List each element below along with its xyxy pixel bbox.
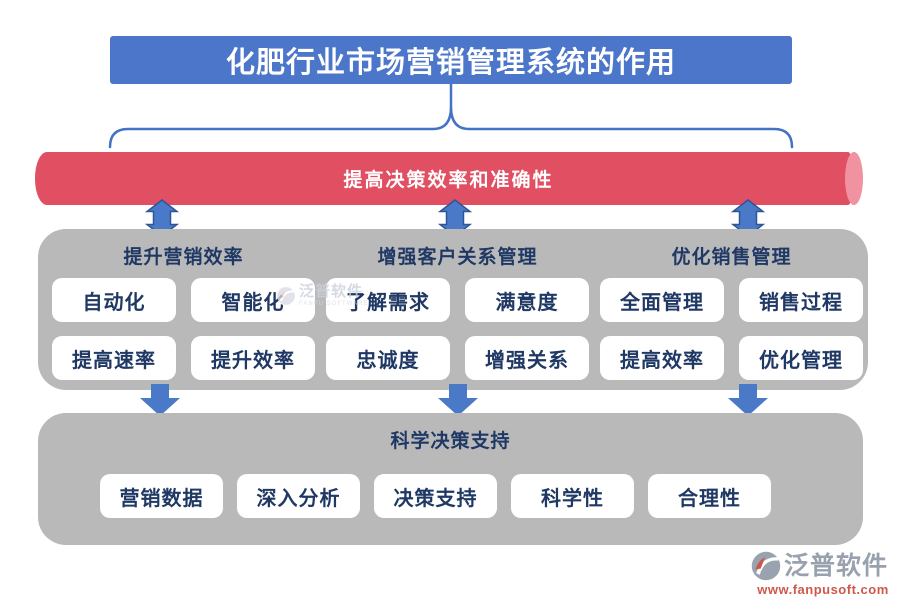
benefit-chip: 自动化 [52, 278, 176, 322]
column-customer-relations: 增强客户关系管理 了解需求 满意度 忠诚度 增强关系 [326, 245, 589, 390]
fanpu-logo-icon [751, 551, 781, 581]
benefit-chip: 优化管理 [739, 336, 863, 380]
support-chip: 深入分析 [237, 474, 360, 518]
support-chip: 决策支持 [374, 474, 497, 518]
support-chip: 合理性 [648, 474, 771, 518]
benefit-chip: 提高速率 [52, 336, 176, 380]
brand-url: www.fanpusoft.com [757, 582, 889, 597]
benefit-chip: 销售过程 [739, 278, 863, 322]
support-panel: 科学决策支持 营销数据 深入分析 决策支持 科学性 合理性 [38, 413, 863, 545]
benefit-chip: 增强关系 [465, 336, 589, 380]
support-chip: 科学性 [511, 474, 634, 518]
benefit-chip: 忠诚度 [326, 336, 450, 380]
column-sales-management: 优化销售管理 全面管理 销售过程 提高效率 优化管理 [600, 245, 863, 390]
down-arrow-icon [728, 384, 768, 416]
benefit-chip: 了解需求 [326, 278, 450, 322]
brand-logo: 泛普软件 www.fanpusoft.com [750, 550, 896, 597]
down-arrow-icon [140, 384, 180, 416]
support-panel-header: 科学决策支持 [390, 431, 511, 452]
page-title: 化肥行业市场营销管理系统的作用 [110, 36, 792, 84]
column-header: 优化销售管理 [671, 247, 792, 268]
benefit-chip: 提升效率 [191, 336, 315, 380]
column-marketing-efficiency: 提升营销效率 自动化 智能化 提高速率 提升效率 [52, 245, 315, 390]
benefit-chip: 智能化 [191, 278, 315, 322]
benefit-chip: 提高效率 [600, 336, 724, 380]
benefit-chip: 满意度 [465, 278, 589, 322]
benefits-panel: 提升营销效率 自动化 智能化 提高速率 提升效率 增强客户关系管理 了解需求 满… [38, 229, 868, 390]
brand-name: 泛普软件 [784, 552, 889, 580]
down-arrow-icon [438, 384, 478, 416]
decision-banner [35, 152, 854, 205]
decision-banner-label: 提高决策效率和准确性 [343, 170, 554, 191]
cylinder-cap [845, 152, 863, 205]
benefit-chip: 全面管理 [600, 278, 724, 322]
column-header: 提升营销效率 [123, 247, 244, 268]
support-chip: 营销数据 [100, 474, 223, 518]
column-header: 增强客户关系管理 [377, 247, 538, 268]
